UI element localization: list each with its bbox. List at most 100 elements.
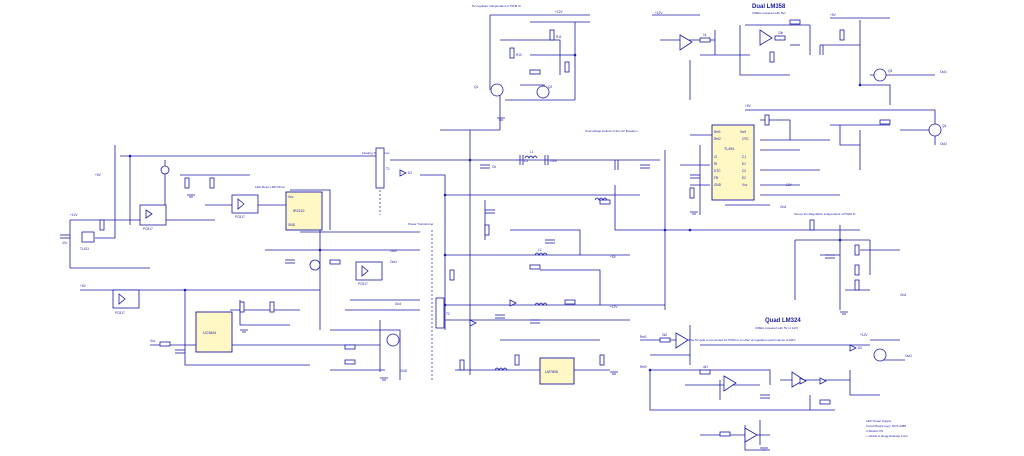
svg-text:1k: 1k: [703, 33, 707, 37]
svg-text:OTC: OTC: [742, 137, 749, 141]
svg-text:Out1: Out1: [940, 70, 947, 74]
floating-transformer: [375, 147, 385, 189]
svg-text:E2: E2: [742, 176, 746, 180]
svg-text:FB: FB: [714, 176, 718, 180]
svg-text:+5V: +5V: [745, 104, 752, 108]
svg-text:10k: 10k: [778, 31, 784, 35]
svg-text:Ref2: Ref2: [714, 137, 721, 141]
gate-chip-label: IR2110: [293, 209, 304, 213]
optocoupler-3: PC817: [355, 261, 383, 286]
ic-gate-driver: IR2110 Vcc GND: [285, 191, 323, 231]
svg-text:PC817: PC817: [235, 215, 245, 219]
svg-text:C6: C6: [492, 165, 496, 169]
svg-text:Ref1: Ref1: [714, 130, 721, 134]
svg-text:Gnd: Gnd: [395, 302, 401, 306]
svg-text:PC817: PC817: [358, 282, 368, 286]
svg-text:100n: 100n: [550, 159, 557, 163]
ic-shunt-regulator: TL431: [80, 231, 95, 251]
info-line-4: + HASH to Regg Desktop Form: [866, 434, 908, 438]
quad-opamp-title: Quad LM324: [765, 318, 801, 324]
ic-pwm-controller: TL494 Ref1 Ref2 Ct Rt DTC FB GND Vref OT…: [711, 124, 755, 201]
svg-text:PC817: PC817: [115, 311, 125, 315]
svg-text:E1: E1: [742, 162, 746, 166]
power-transformer-label: Power Transformer: [408, 222, 434, 226]
transformers: T1 T2: [375, 147, 450, 329]
svg-text:D1: D1: [408, 171, 412, 175]
svg-text:+12V: +12V: [610, 305, 618, 309]
opamp-3: [675, 332, 689, 349]
svg-text:GND: GND: [714, 183, 722, 187]
svg-text:+12V: +12V: [655, 11, 663, 15]
opamp-4: [723, 375, 737, 392]
optocoupler-1: PC817: [139, 204, 167, 231]
svg-text:C2: C2: [742, 169, 746, 173]
opamp-1: [679, 34, 693, 51]
junction-dots: [128, 53, 862, 372]
ground-symbols: [187, 117, 848, 451]
svg-text:L2: L2: [538, 248, 542, 252]
overvoltage-note: Overvoltage lockout of the HV Brooklyn: [585, 129, 638, 133]
svg-text:D2: D2: [858, 346, 862, 350]
svg-text:4k7: 4k7: [703, 365, 708, 369]
ic-driver-left: UC3844: [195, 311, 233, 353]
svg-text:L1: L1: [530, 150, 534, 154]
svg-text:PC817: PC817: [143, 227, 153, 231]
svg-text:+5V: +5V: [95, 173, 102, 177]
transistor-q6: [160, 165, 170, 175]
resistors: R10 R11 1k 10k 2k2 4k7: [99, 19, 891, 437]
svg-text:+12V: +12V: [860, 333, 868, 337]
svg-text:Gnd: Gnd: [780, 205, 786, 209]
info-line-2: Circuit Board copy: DPS-4488: [866, 424, 906, 428]
svg-text:TL431: TL431: [80, 247, 89, 251]
opamp-6: [744, 427, 758, 443]
optocoupler-4: PC817: [112, 289, 140, 315]
svg-text:C5: C5: [524, 159, 528, 163]
svg-text:Out1: Out1: [905, 354, 912, 358]
lm-driver-label: LED Motor LMD Driver: [255, 185, 285, 189]
driver-chip-label: UC3844: [203, 331, 216, 335]
svg-text:Q2: Q2: [548, 85, 552, 89]
transistor-q2: [536, 85, 550, 99]
svg-text:Out2: Out2: [390, 249, 397, 253]
svg-text:C1: C1: [742, 155, 746, 159]
svg-text:-12V: -12V: [785, 183, 793, 187]
svg-text:+5V: +5V: [610, 255, 617, 259]
svg-text:T1: T1: [386, 167, 390, 171]
gate-note: the 5V gate is connected for PWM or to o…: [690, 338, 796, 342]
svg-text:Ct: Ct: [714, 155, 717, 159]
svg-text:T2: T2: [446, 312, 450, 316]
regulator-chip-label: LM7805: [545, 370, 558, 374]
transistor-q3: [873, 68, 887, 82]
quad-opamp-subtitle: (VREG powered with 5V or 12V): [755, 326, 798, 330]
ic-regulator-bottom: LM7805: [539, 357, 575, 385]
transistor-q8: [309, 259, 321, 271]
main-wires: [69, 14, 936, 451]
svg-text:GND: GND: [400, 369, 408, 373]
transistor-q5: [873, 348, 887, 362]
transistor-q4: [928, 123, 942, 137]
svg-text:47u: 47u: [62, 241, 68, 245]
transistors: Q1 Q2 Q3 Q4: [160, 68, 946, 362]
svg-text:R11: R11: [556, 35, 562, 39]
opamps: [675, 29, 805, 443]
svg-text:+12V: +12V: [555, 10, 563, 14]
svg-text:GND: GND: [288, 223, 296, 227]
capacitors: C5 100n C6 47u: [60, 45, 835, 399]
svg-text:Out2: Out2: [940, 142, 947, 146]
svg-text:+5V: +5V: [830, 13, 837, 17]
opamp-5: [791, 371, 805, 388]
svg-text:Ref2: Ref2: [640, 365, 647, 369]
dual-opamp-subtitle: (VREG powered with 5V): [752, 11, 786, 15]
pwm-chip-label: TL494: [724, 147, 734, 151]
svg-text:Vref: Vref: [740, 130, 746, 134]
svg-text:Q3: Q3: [888, 69, 892, 73]
transistor-q1: [490, 83, 504, 97]
svg-text:2k2: 2k2: [662, 333, 667, 337]
diodes: D1 D2: [399, 169, 862, 385]
svg-text:Vcc: Vcc: [288, 195, 294, 199]
svg-text:Q1: Q1: [474, 85, 478, 89]
svg-text:Vcc: Vcc: [150, 339, 156, 343]
svg-text:Gnd: Gnd: [900, 293, 906, 297]
svg-text:Ref1: Ref1: [640, 335, 647, 339]
